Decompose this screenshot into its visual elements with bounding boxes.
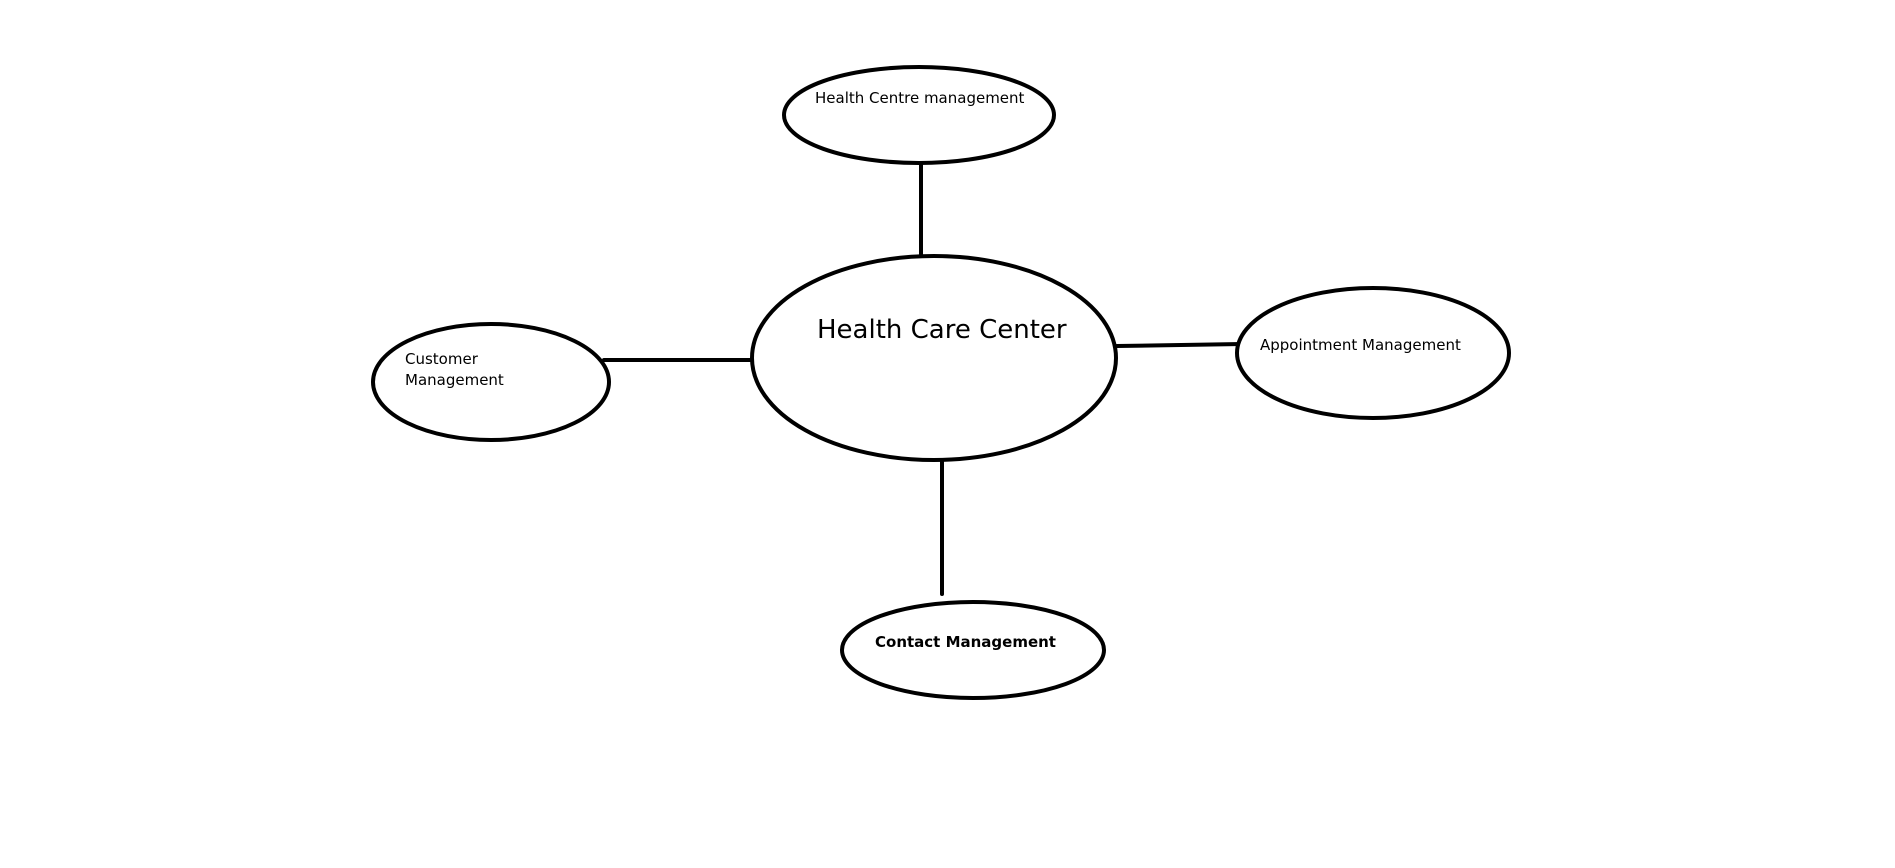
- health-centre-management-ellipse: [782, 65, 1056, 165]
- customer-management-label: Customer Management: [405, 350, 504, 389]
- appointment-management-label: Appointment Management: [1260, 336, 1461, 354]
- customer-management-ellipse: [371, 322, 611, 442]
- customer-management-node: Customer Management: [371, 322, 611, 442]
- center-node: Health Care Center: [750, 254, 1118, 462]
- center-node-ellipse: [750, 254, 1118, 462]
- customer-management-label-line2: Management: [405, 371, 504, 389]
- customer-management-label-line1: Customer: [405, 350, 479, 368]
- contact-management-node: Contact Management: [840, 600, 1106, 700]
- appointment-management-node: Appointment Management: [1235, 286, 1511, 420]
- contact-management-ellipse: [840, 600, 1106, 700]
- health-centre-management-node: Health Centre management: [782, 65, 1056, 165]
- connector-center-to-right: [1115, 342, 1244, 348]
- appointment-management-ellipse: [1235, 286, 1511, 420]
- center-node-label: Health Care Center: [817, 315, 1067, 345]
- health-centre-management-label: Health Centre management: [815, 89, 1025, 107]
- contact-management-label: Contact Management: [875, 633, 1056, 651]
